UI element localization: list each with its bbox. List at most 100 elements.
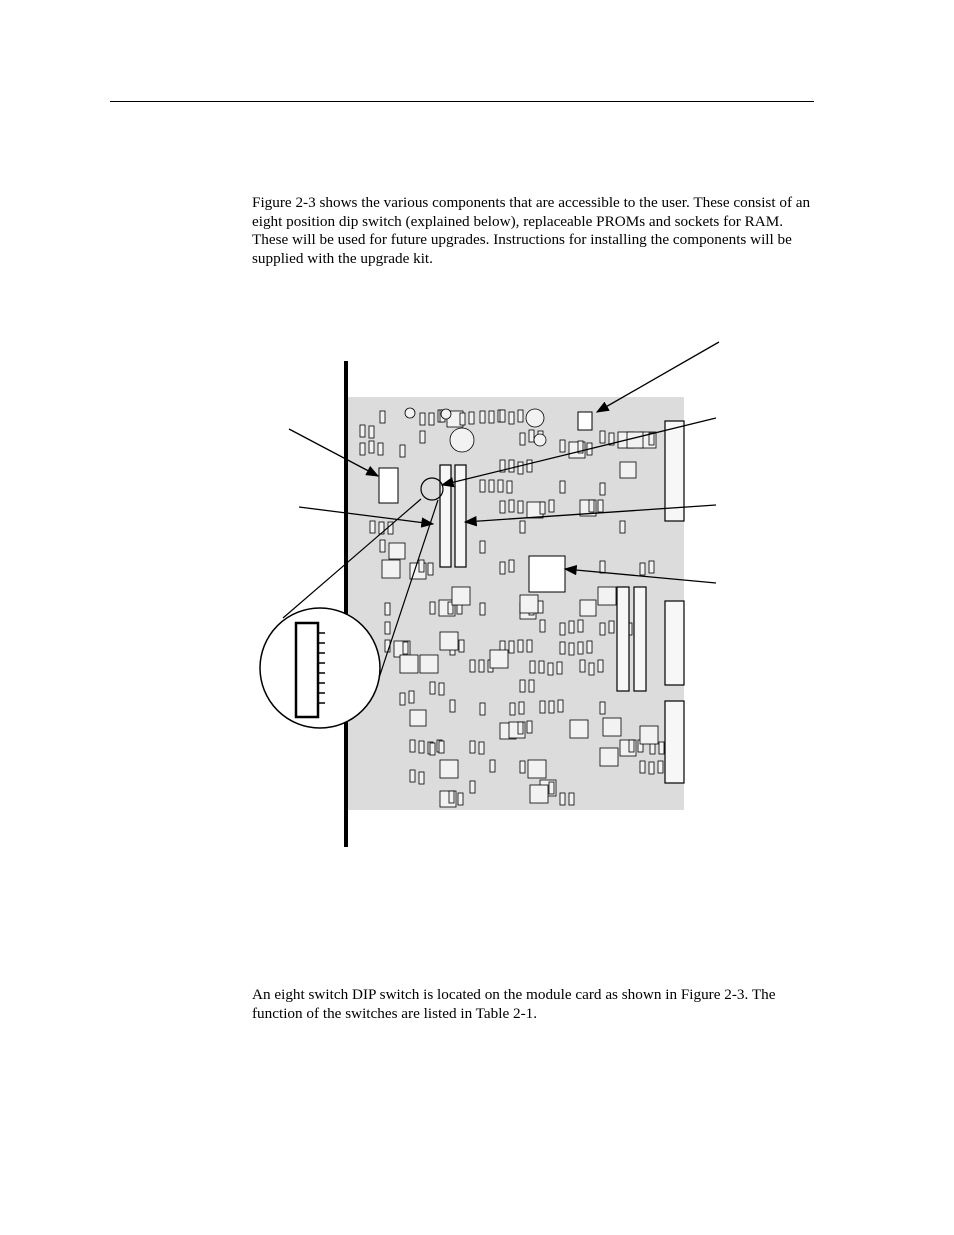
board-component (429, 742, 436, 756)
board-component (639, 760, 646, 774)
ic-chip (599, 747, 619, 767)
board-component (379, 410, 386, 424)
board-component (499, 500, 506, 514)
board-component (599, 701, 606, 715)
board-component (588, 499, 595, 513)
ic-chip (489, 649, 509, 669)
board-component (378, 521, 385, 535)
board-component (418, 559, 425, 573)
board-component (597, 499, 604, 513)
board-component (526, 639, 533, 653)
ic-chip (419, 654, 439, 674)
dip-switch-body (294, 621, 320, 719)
board-component (427, 562, 434, 576)
board-component (384, 602, 391, 616)
board-component (449, 699, 456, 713)
board-component (526, 459, 533, 473)
round-component (533, 433, 547, 447)
board-component (359, 424, 366, 438)
board-component (469, 740, 476, 754)
board-component (508, 559, 515, 573)
board-component (548, 781, 555, 795)
board-component (568, 642, 575, 656)
prom-sockets (439, 420, 685, 784)
board-component (539, 700, 546, 714)
ic-chip (399, 654, 419, 674)
callout-right-3 (563, 564, 717, 584)
board-component (508, 499, 515, 513)
ic-chip (381, 559, 401, 579)
board-component (478, 659, 485, 673)
board-component (409, 769, 416, 783)
board-component (457, 792, 464, 806)
board-component (469, 780, 476, 794)
board-component (488, 479, 495, 493)
callout-right-2 (463, 504, 717, 527)
front-panel-edge (344, 361, 348, 847)
board-component (559, 480, 566, 494)
ic-chip (569, 719, 589, 739)
callout-top-right (595, 341, 720, 413)
board-component (419, 430, 426, 444)
ic-chip (597, 586, 617, 606)
board-component (409, 709, 427, 727)
board-component (538, 660, 545, 674)
board-component (657, 760, 664, 774)
board-component (478, 741, 485, 755)
board-component (517, 500, 524, 514)
board-component (517, 461, 524, 475)
board-component (658, 741, 665, 755)
board-component (447, 601, 454, 615)
board-component (619, 461, 637, 479)
board-component (529, 660, 536, 674)
board-component (559, 641, 566, 655)
board-component (577, 619, 584, 633)
board-component (379, 539, 386, 553)
board-component (479, 540, 486, 554)
board-component (559, 622, 566, 636)
round-component (404, 407, 416, 419)
board-component (577, 641, 584, 655)
board-component (568, 620, 575, 634)
board-component (419, 412, 426, 426)
board-component (508, 459, 515, 473)
board-component (479, 479, 486, 493)
top-chip-highlight (577, 411, 593, 431)
round-component (525, 408, 545, 428)
round-component (449, 427, 475, 453)
board-component (559, 439, 566, 453)
board-component (497, 479, 504, 493)
board-component (517, 721, 524, 735)
prom-chip-highlight (528, 555, 566, 593)
board-component (599, 430, 606, 444)
ic-chip (439, 759, 459, 779)
board-component (519, 520, 526, 534)
board-component (509, 702, 516, 716)
ram-socket-highlight (378, 467, 399, 504)
board-component (588, 662, 595, 676)
board-component (579, 599, 597, 617)
board-component (499, 409, 506, 423)
board-component (599, 482, 606, 496)
board-component (648, 432, 655, 446)
dip-switch-paragraph: An eight switch DIP switch is located on… (252, 986, 776, 1022)
ic-chip (451, 586, 471, 606)
board-component (438, 740, 445, 754)
board-component (488, 410, 495, 424)
ic-chip (529, 784, 549, 804)
board-component (428, 412, 435, 426)
board-components (359, 407, 683, 808)
board-component (517, 409, 524, 423)
board-component (526, 720, 533, 734)
board-component (489, 759, 496, 773)
board-component (599, 622, 606, 636)
board-component (559, 792, 566, 806)
ic-chip (527, 759, 547, 779)
board-component (468, 411, 475, 425)
board-component (539, 501, 546, 515)
board-component (519, 760, 526, 774)
board-component (479, 702, 486, 716)
board-component (429, 601, 436, 615)
board-component (628, 739, 635, 753)
